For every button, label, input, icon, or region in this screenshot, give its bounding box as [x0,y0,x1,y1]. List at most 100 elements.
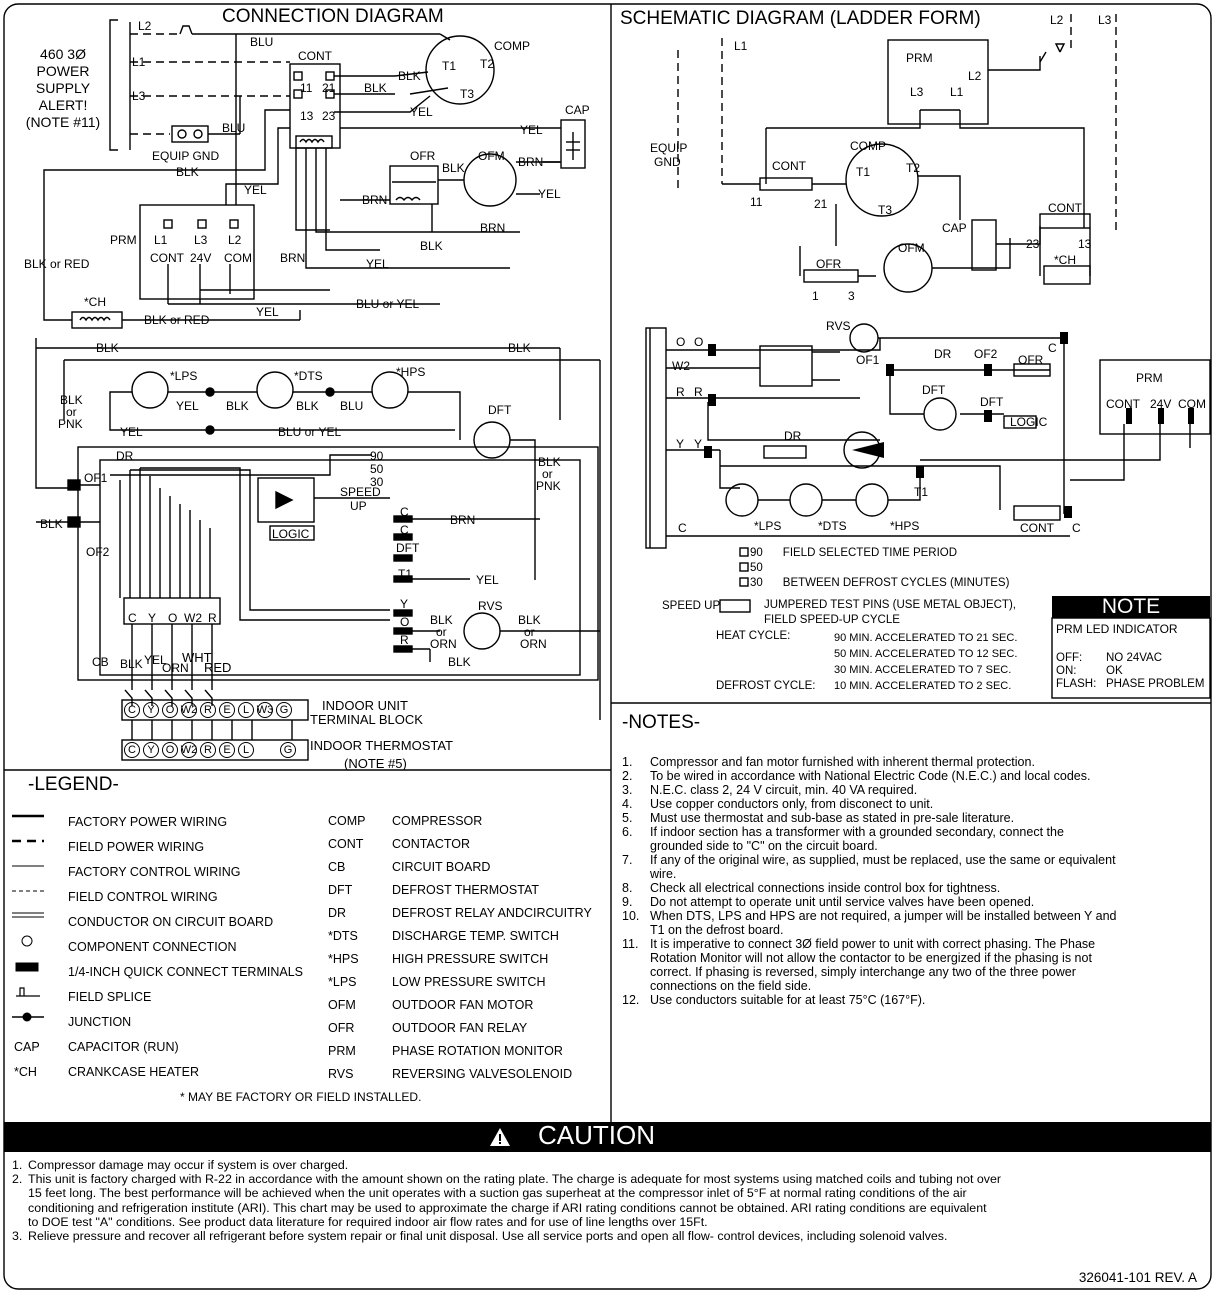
legend-description: FIELD POWER WIRING [68,839,205,854]
legend-abbr: OFM [328,997,356,1012]
caution-item: 3.Relieve pressure and recover all refri… [12,1229,1202,1243]
terminal-o: O [162,742,178,758]
connection-label: BLK [448,655,471,669]
schematic-label: 21 [814,197,828,211]
schematic-label: OFR [1018,353,1044,367]
item-text: Compressor and fan motor furnished with … [650,755,1035,769]
item-number: 1. [622,755,633,769]
item-text: Do not attempt to operate unit until ser… [650,895,1034,909]
item-number: 11. [622,937,639,951]
item-number: 2. [622,769,633,783]
connection-label: OFM [478,149,505,163]
schematic-label: OFR [816,257,842,271]
legend-abbr-meaning: OUTDOOR FAN MOTOR [392,997,534,1012]
terminal-c: C [124,742,140,758]
item-line: connections on the field side. [650,979,812,993]
legend-row: COMPONENT CONNECTION [14,934,303,959]
legend-abbr: OFR [328,1020,355,1035]
caution-banner [4,1122,1211,1152]
item-line: If indoor section has a transformer with… [650,825,1064,839]
schematic-label: DR [784,429,802,443]
led-row: ON:OK [1056,665,1204,678]
schematic-label: L2 [1050,13,1064,27]
schematic-label: PRM [1136,371,1163,385]
led-state: OFF: [1056,652,1083,664]
heat-cycle-label: HEAT CYCLE: [716,630,791,642]
terminal-y: Y [143,702,159,718]
legend-description: CAPACITOR (RUN) [68,1039,179,1054]
connection-label: BLK [296,399,319,413]
item-line: 15 feet long. The best performance will … [28,1186,967,1201]
period-50: 50 [750,562,763,574]
connection-label: BLK [508,341,531,355]
legend-symbol-text: CAP [14,1039,40,1054]
led-row: FLASH:PHASE PROBLEM [1056,678,1204,691]
connection-label: CB [92,655,109,669]
power-supply-line: ALERT! [38,97,88,113]
schematic-label: DFT [980,395,1004,409]
schematic-ladder-wiring [645,14,1211,613]
connection-label: BLU [340,399,363,413]
legend-abbr-meaning: DISCHARGE TEMP. SWITCH [392,928,559,943]
schematic-label: 3 [848,289,855,303]
connection-label: L1 [154,233,168,247]
schematic-label: CONT [1020,521,1055,535]
connection-label: *HPS [396,365,425,379]
schematic-label: *HPS [890,519,919,533]
power-supply-line: SUPPLY [35,80,91,96]
schematic-label: CONT [772,159,807,173]
connection-label: or [436,625,447,639]
item-text: Compressor damage may occur if system is… [28,1158,348,1172]
schematic-label: 1 [812,289,819,303]
connection-label: YEL [520,123,543,137]
connection-label: 90 [370,449,384,463]
connection-label: L1 [132,55,146,69]
legend-description: CONDUCTOR ON CIRCUIT BOARD [68,914,274,929]
item-text: If indoor section has a transformer with… [650,825,1064,853]
item-line: Compressor damage may occur if system is… [28,1158,349,1172]
connection-label: TERMINAL BLOCK [310,712,423,727]
item-line: Do not attempt to operate unit until ser… [650,895,1035,909]
period-90: 90 [750,547,763,559]
item-text: This unit is factory charged with R-22 i… [28,1172,1001,1229]
connection-label: BRN [280,251,305,265]
connection-label: C [128,611,137,625]
item-line: Use copper conductors only, from discone… [650,797,934,811]
connection-label: ORN [162,661,189,675]
connection-label: R [400,633,409,647]
legend-title: -LEGEND- [28,774,119,795]
connection-label: or [66,405,77,419]
schematic-label: CAP [942,221,967,235]
notes-title: -NOTES- [622,712,701,733]
legend-row: 1/4-INCH QUICK CONNECT TERMINALS [14,959,303,984]
caution-list: 1.Compressor damage may occur if system … [12,1158,1202,1243]
schematic-label: O [676,335,685,349]
legend-abbr-row: OFM OUTDOOR FAN MOTOR [328,993,592,1016]
connection-label: YEL [366,257,389,271]
connection-label: INDOOR THERMOSTAT [310,738,453,753]
connection-label: YEL [144,653,167,667]
item-line: Check all electrical connections inside … [650,881,1001,895]
schematic-label: L3 [910,85,924,99]
period-30: 30 [750,577,763,589]
connection-label: 50 [370,462,384,476]
led-description: PHASE PROBLEM [1106,678,1205,690]
legend-abbr-meaning: DEFROST THERMOSTAT [392,882,539,897]
note-item: 2.To be wired in accordance with Nationa… [622,769,1202,783]
connection-label: or [542,467,553,481]
schematic-label: L1 [950,85,964,99]
note-box-subtitle: PRM LED INDICATOR [1056,622,1178,636]
connection-label: C [400,505,409,519]
item-number: 8. [622,881,633,895]
item-line: correct. If phasing is reversed, simply … [650,965,1076,979]
connection-label: *LPS [170,369,197,383]
speed-up-description: JUMPERED TEST PINS (USE METAL OBJECT), F… [764,598,1016,628]
schematic-label: 11 [750,195,763,209]
legend-abbr: PRM [328,1043,356,1058]
item-line: Compressor and fan motor furnished with … [650,755,1035,769]
note-item: 3.N.E.C. class 2, 24 V circuit, min. 40 … [622,783,1202,797]
